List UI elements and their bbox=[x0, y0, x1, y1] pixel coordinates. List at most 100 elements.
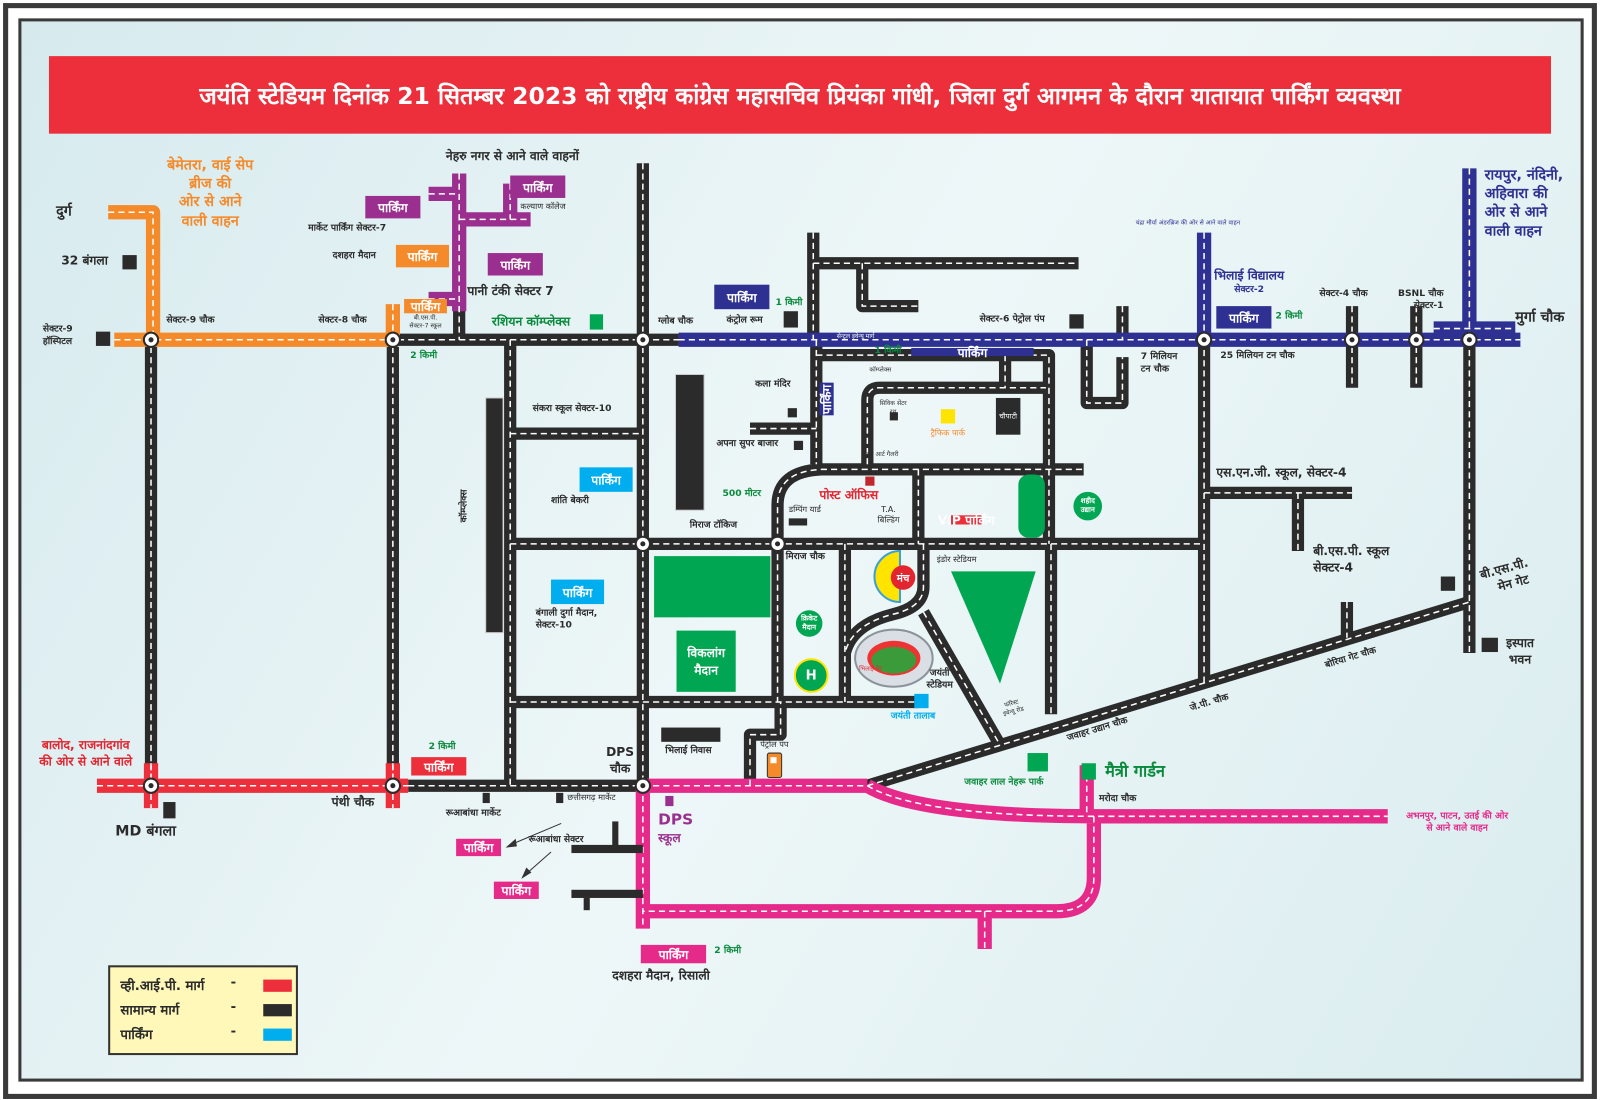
marker-traffic-park bbox=[940, 409, 956, 424]
line: चौक bbox=[609, 760, 631, 776]
arrow-icon bbox=[505, 822, 562, 879]
line: सेक्टर-1 bbox=[1413, 300, 1444, 311]
label-complex: कॉम्प्लेक्स bbox=[459, 489, 470, 523]
manch-stage: मंच bbox=[890, 565, 916, 590]
parking-badge: पार्किंग bbox=[510, 175, 566, 198]
label-ruabandha-sector: रूआबांधा सेक्टर bbox=[528, 834, 584, 845]
marker-jayanti-talab bbox=[914, 693, 929, 709]
stadium-icon bbox=[854, 628, 934, 688]
label-dumping-yard: डम्पिंग यार्ड bbox=[788, 505, 821, 515]
building-column bbox=[485, 373, 705, 634]
line: रायपुर, नंदिनी, bbox=[1484, 167, 1564, 184]
legend-dash: - bbox=[230, 1024, 237, 1040]
label-sng-school: एस.एन.जी. स्कूल, सेक्टर-4 bbox=[1216, 465, 1347, 480]
line: से आने वाले वाहन bbox=[1426, 823, 1488, 834]
label-russian-complex: रशियन कॉम्प्लेक्स bbox=[491, 314, 571, 329]
label-nehru-park: जवाहर लाल नेहरू पार्क bbox=[964, 777, 1044, 788]
road-centerline bbox=[815, 339, 1050, 544]
legend-swatch-general bbox=[263, 1004, 292, 1017]
building bbox=[571, 889, 643, 898]
roundabout-icon bbox=[769, 535, 786, 553]
parking-badge: पार्किंग bbox=[551, 579, 605, 605]
line: अहिवारा की bbox=[1484, 185, 1548, 203]
road-general bbox=[1197, 339, 1354, 686]
label-32-bungalow: 32 बंगला bbox=[61, 253, 108, 268]
legend-parking: पार्किंग - bbox=[120, 1024, 236, 1042]
line: सिविक सेंटर bbox=[879, 399, 907, 408]
legend-dash: - bbox=[230, 975, 237, 991]
label-nehru-nagar: नेहरु नगर से आने वाले वाहनों bbox=[445, 148, 579, 164]
road-centerline bbox=[844, 543, 925, 654]
label-maroda-chowk: मरोदा चौक bbox=[1098, 793, 1137, 805]
line: बिल्डिंग bbox=[877, 515, 900, 525]
line: हॉस्पिटल bbox=[42, 336, 73, 347]
label-sector8-chowk: सेक्टर-8 चौक bbox=[318, 315, 367, 326]
label-petrol-pump: पेट्रोल पंप bbox=[760, 739, 789, 749]
line: DPS bbox=[606, 744, 635, 760]
roundabout-icon bbox=[142, 331, 160, 348]
label-jayanti-stadium: जयंतीस्टेडियम bbox=[927, 668, 953, 692]
line: भिलाई विद्यालय bbox=[1214, 268, 1285, 283]
label-globe-chowk: ग्लोब चौक bbox=[658, 316, 694, 327]
label-sector6-petrol: सेक्टर-6 पेट्रोल पंप bbox=[979, 314, 1045, 325]
marker-ruabandha-market bbox=[482, 792, 490, 804]
indoor-stadium-ground bbox=[951, 571, 1036, 684]
line: टन चौक bbox=[1140, 363, 1169, 375]
road-general bbox=[1080, 306, 1129, 410]
label-raipur: रायपुर, नंदिनी,अहिवारा कीओर से आनेवाली व… bbox=[1485, 166, 1563, 240]
vip-parking-badge: VIP पार्किंग bbox=[937, 513, 995, 528]
line: ओर से आने bbox=[1484, 204, 1548, 221]
road-general bbox=[771, 463, 1084, 544]
label-distance: 2 किमी bbox=[428, 741, 456, 753]
road-centerline bbox=[428, 173, 531, 312]
label-maitri-garden: मैत्री गार्डन bbox=[1105, 761, 1166, 781]
label: उद्यान bbox=[1080, 506, 1095, 515]
label-md-bungalow: MD बंगला bbox=[115, 823, 176, 840]
parking-badge: पार्किंग bbox=[411, 757, 467, 776]
page-title: जयंति स्टेडियम दिनांक 21 सितम्बर 2023 को… bbox=[48, 56, 1552, 134]
line: स्कूल bbox=[658, 830, 681, 845]
marker-petrol-pump bbox=[1069, 314, 1084, 329]
label-post-office: पोस्ट ऑफिस bbox=[819, 487, 879, 503]
label-25-million: 25 मिलियन टन चौक bbox=[1220, 351, 1295, 362]
label-murga-chowk: मुर्गा चौक bbox=[1515, 309, 1565, 326]
line: भवन bbox=[1508, 651, 1532, 666]
label-chhattisgarh-market: छत्तीसगढ़ मार्केट bbox=[567, 792, 616, 803]
marker-apna-bazar bbox=[793, 440, 804, 450]
label-distance: 2 किमी bbox=[410, 351, 438, 362]
marker-nehru-park bbox=[1027, 753, 1048, 772]
roundabout-icon bbox=[634, 331, 652, 348]
parking-badge: पार्किंग bbox=[819, 382, 835, 416]
building bbox=[583, 897, 590, 911]
line: बी.एस.पी. स्कूल bbox=[1313, 543, 1390, 559]
label-panthi-chowk: पंथी चौक bbox=[331, 794, 375, 810]
marker-sector9-hospital bbox=[95, 331, 111, 346]
label-ta-building: T.A.बिल्डिंग bbox=[878, 505, 900, 526]
petrol-pump-icon bbox=[766, 752, 783, 779]
label-dussehra-maidan: दशहरा मैदान bbox=[332, 251, 376, 262]
parking-badge: पार्किंग bbox=[456, 838, 502, 857]
label-pani-tanki: पानी टंकी सेक्टर 7 bbox=[467, 283, 554, 298]
legend-swatch-vip bbox=[263, 979, 292, 992]
line: DPS bbox=[658, 810, 694, 829]
line: रथ bbox=[889, 407, 897, 416]
marker-bsp-main-gate bbox=[1440, 576, 1456, 591]
line: बेमेतरा, वाई सेप bbox=[167, 157, 254, 174]
label-distance: 1 किमी bbox=[874, 345, 902, 357]
chaupati-building: चौपाटी bbox=[995, 397, 1021, 435]
line: इस्पात bbox=[1506, 635, 1534, 650]
label: क्रिकेट bbox=[800, 614, 818, 623]
line: 7 मिलियन bbox=[1140, 352, 1178, 363]
parking-badge: पार्किंग bbox=[404, 298, 447, 314]
line: की ओर से आने वाले bbox=[39, 753, 133, 768]
marker-dumping-yard bbox=[788, 518, 808, 526]
parking-badge: पार्किंग bbox=[1216, 306, 1272, 329]
label-nehru-art: नेहरु आर्ट गैलरी bbox=[863, 451, 899, 459]
roundabout-icon bbox=[1461, 331, 1478, 348]
